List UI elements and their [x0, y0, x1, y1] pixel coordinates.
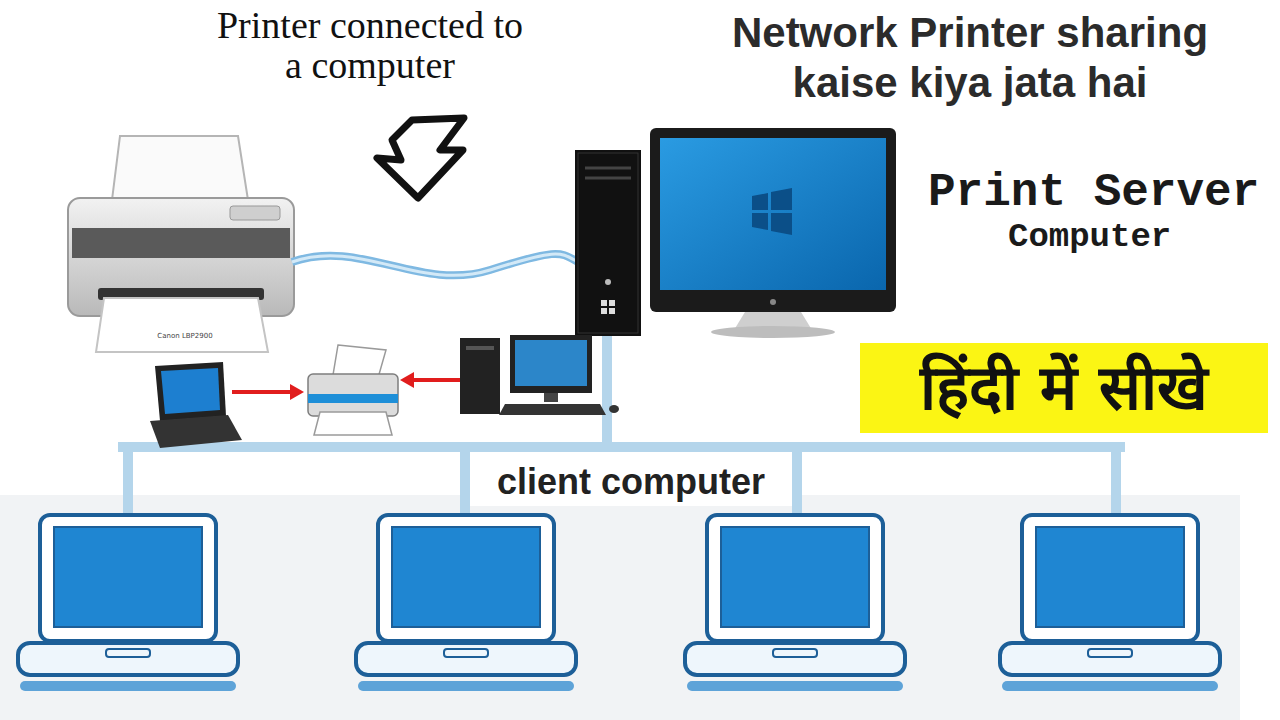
small-printer [314, 412, 392, 435]
small-printer [308, 394, 398, 403]
client-label: client computer [476, 460, 786, 503]
heading-label: Printer connected to a computer [210, 6, 530, 86]
printer-illustration [68, 136, 294, 352]
desktop-icon [510, 335, 592, 393]
red-arrow [400, 372, 414, 388]
red-arrow [232, 390, 292, 394]
server-tower [585, 167, 631, 170]
client-laptops [1000, 515, 1220, 691]
server-monitor [660, 138, 886, 290]
server-tower [609, 300, 615, 306]
desktop-icon [609, 405, 619, 413]
printer-illustration [72, 228, 290, 258]
box-text: हिंदी में सीखे [920, 349, 1207, 427]
server-tower [605, 279, 611, 285]
label-patch [470, 458, 792, 506]
printer-cable [292, 254, 578, 275]
network-wire [602, 335, 612, 447]
network-wire [1111, 447, 1121, 512]
printer-illustration [96, 298, 268, 352]
server-monitor [650, 128, 896, 312]
network-wire [123, 447, 133, 512]
server-tower [609, 308, 615, 314]
server-label: Print Server [928, 168, 1259, 219]
ground-band [0, 495, 1240, 720]
network-wire [792, 447, 802, 512]
small-printer [308, 345, 398, 435]
red-arrow [290, 384, 304, 400]
client-laptops [356, 515, 576, 691]
server-tower [585, 177, 631, 180]
server-monitor [650, 128, 896, 338]
diagram-title: Network Printer sharing kaise kiya jata … [680, 8, 1260, 107]
server-monitor [752, 193, 768, 210]
small-printer [308, 374, 398, 416]
laptop-icon [150, 415, 242, 448]
desktop-icon [466, 346, 494, 350]
model-label: Canon LBP2900 [150, 333, 220, 341]
server-monitor [771, 188, 792, 210]
red-arrow [412, 378, 462, 382]
client-laptops [685, 515, 905, 691]
laptop-icon [161, 368, 220, 414]
client-laptops [18, 515, 238, 691]
network-wire [123, 442, 1120, 452]
zigzag-arrow [377, 118, 464, 198]
server-tower [575, 150, 641, 336]
printer-illustration [112, 136, 248, 200]
small-printer [333, 345, 386, 378]
server-monitor [771, 213, 792, 235]
laptop-icon [155, 362, 226, 421]
desktop-icon [515, 340, 587, 386]
server-monitor [711, 326, 835, 338]
desktop-icon [460, 335, 619, 415]
highlight-box: हिंदी में सीखे [860, 343, 1268, 433]
network-wire [460, 447, 470, 512]
server-monitor [770, 299, 776, 305]
printer-cable [292, 254, 578, 275]
server-tower [601, 308, 607, 314]
printer-illustration [230, 206, 280, 220]
desktop-icon [544, 393, 558, 402]
server-tower [575, 150, 641, 336]
server-tower [578, 153, 638, 333]
client-laptops [18, 515, 1220, 691]
server-sublabel: Computer [1008, 219, 1171, 256]
desktop-icon [499, 404, 606, 415]
desktop-icon [460, 338, 500, 414]
server-tower [601, 300, 607, 306]
server-monitor [752, 213, 768, 230]
laptop-icon [150, 362, 242, 448]
